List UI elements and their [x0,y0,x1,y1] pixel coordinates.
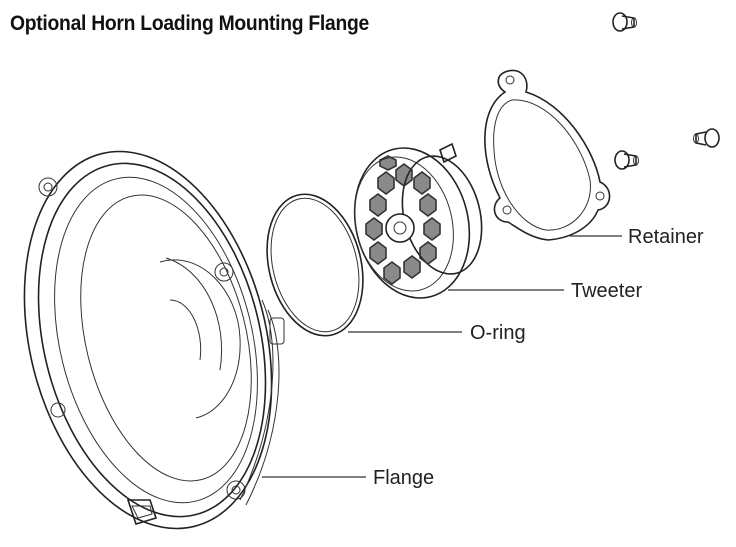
o-ring [266,193,364,337]
retainer [484,69,611,241]
flange [23,150,285,530]
screw-icon [614,150,639,170]
flange-label: Flange [373,467,434,489]
page-title: Optional Horn Loading Mounting Flange [10,12,369,35]
tweeter [353,142,483,299]
oring-label: O-ring [470,322,526,344]
tweeter-label: Tweeter [571,280,642,302]
screw-icon [612,12,637,32]
retainer-label: Retainer [628,226,704,248]
screw-icon [693,128,720,148]
